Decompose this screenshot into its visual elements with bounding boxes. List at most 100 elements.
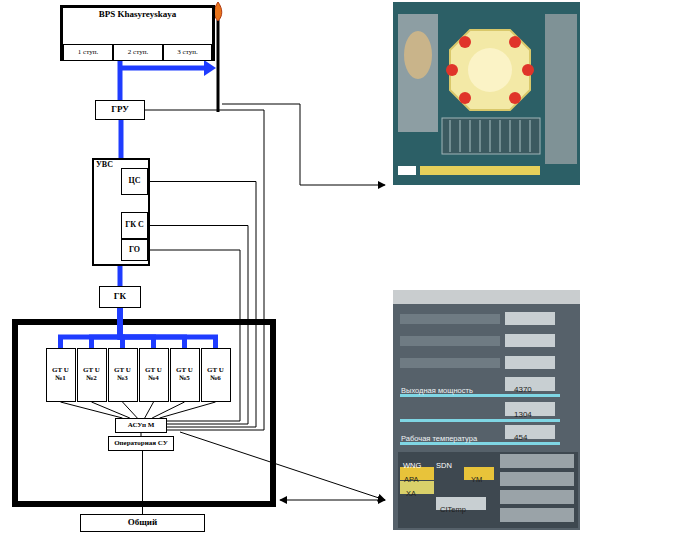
box-label: GT U №3 [109, 367, 137, 382]
label-holder: APA [402, 468, 420, 486]
signal-line [61, 402, 123, 418]
turbine-box: GT U №2 [77, 348, 107, 402]
flare-flame [214, 2, 222, 21]
signal-line [222, 104, 385, 185]
screen-photo-top [393, 2, 580, 185]
burner-dot [459, 92, 471, 104]
label-holder: 4370 [512, 378, 534, 396]
status-flag: XA [404, 489, 418, 498]
stage-cell: 3 ступ. [163, 44, 212, 61]
value-box [505, 334, 555, 347]
box-label: ГК С [125, 221, 144, 230]
group-label: УВС [94, 160, 120, 171]
box-label: 1 ступ. [78, 49, 98, 57]
bar-ticks [450, 120, 530, 152]
box-label: GT U №1 [47, 367, 75, 382]
blurred-row [400, 314, 500, 324]
level-bar [400, 419, 560, 422]
gas-pipe [120, 308, 154, 348]
signal-line [123, 402, 138, 418]
signal-line [145, 402, 154, 418]
screen-header [393, 290, 580, 304]
value-box [505, 425, 555, 439]
screen-photo-bottom [393, 290, 580, 530]
signal-line [160, 402, 216, 418]
box-label: ГРУ [111, 105, 129, 115]
screen-value: 1304 [512, 410, 534, 419]
box-label: ГО [129, 246, 140, 255]
signal-line [180, 432, 385, 500]
status-strip [398, 166, 416, 175]
turbine-box: GT U №4 [139, 348, 169, 402]
process-box: ГК С [121, 212, 148, 239]
screen-value: 4370 [512, 385, 534, 394]
status-flag: YM [469, 475, 484, 484]
turbine-box: GT U №6 [201, 348, 231, 402]
process-box: ГО [121, 239, 148, 261]
gas-pipe [118, 66, 206, 71]
gas-pipe [120, 308, 185, 348]
pipe-arrow [204, 60, 216, 76]
signal-line [142, 451, 143, 514]
menu-item [500, 490, 574, 504]
box-label: GT U №5 [171, 367, 199, 382]
burner-dot [446, 64, 458, 76]
menu-item [500, 508, 574, 522]
label-holder: YM [469, 468, 484, 486]
screen-ground [393, 2, 580, 185]
station-enclosure [15, 322, 273, 504]
unit-group: УВС ЦС ГК С ГО [92, 158, 150, 266]
label-holder: XA [404, 482, 418, 500]
burner-dot [459, 36, 471, 48]
status-flag: WNG [401, 461, 423, 470]
chamber-core [468, 48, 512, 92]
turbine-box: GT U №1 [46, 348, 76, 402]
burner-dot [509, 92, 521, 104]
gas-pipe [119, 120, 124, 158]
station-box: BPS Khasyreyskaya1 ступ.2 ступ.3 ступ. [60, 5, 215, 61]
box-label: GT U №2 [78, 367, 106, 382]
stage-cell: 1 ступ. [63, 44, 113, 61]
blurred-row [400, 358, 500, 368]
box-label: ГК [114, 292, 126, 302]
control-box: АСУп М [115, 418, 167, 433]
status-panel [398, 452, 578, 528]
status-flag: APA [402, 475, 420, 484]
turbine-box: GT U №3 [108, 348, 138, 402]
label-holder: Выходная мощность [399, 379, 475, 397]
label-holder: 1304 [512, 403, 534, 421]
screen-panel [545, 14, 577, 164]
screen-caption: Выходная мощность [399, 386, 475, 395]
burner-dot [509, 36, 521, 48]
label-holder: 454 [512, 426, 529, 444]
gas-pipe [118, 61, 123, 100]
box-label: Операторная СУ [114, 440, 168, 448]
status-flag: SDN [434, 461, 454, 470]
signal-line [280, 500, 385, 501]
screen-caption: Рабочая температура [399, 434, 479, 443]
box-label: 3 ступ. [177, 49, 197, 57]
turbine-icon [404, 31, 432, 79]
process-box: ГК [99, 286, 141, 308]
box-label: АСУп М [128, 422, 155, 430]
box-label: ЦС [129, 177, 141, 186]
screen-ground [393, 290, 580, 530]
box-label: Общий [128, 518, 157, 528]
gas-pipe [118, 266, 123, 286]
turbine-box: GT U №5 [170, 348, 200, 402]
label-holder: CITemp [438, 498, 468, 516]
burner-dot [522, 64, 534, 76]
screen-value: 454 [512, 433, 529, 442]
value-box [505, 356, 555, 369]
box-label: GT U №4 [140, 367, 168, 382]
gas-pipe [61, 308, 121, 348]
screen-panel [398, 14, 438, 132]
box-label: 2 ступ. [128, 49, 148, 57]
flare-stack [217, 20, 220, 112]
status-strip [420, 166, 540, 175]
label-holder: WNG [401, 454, 423, 472]
